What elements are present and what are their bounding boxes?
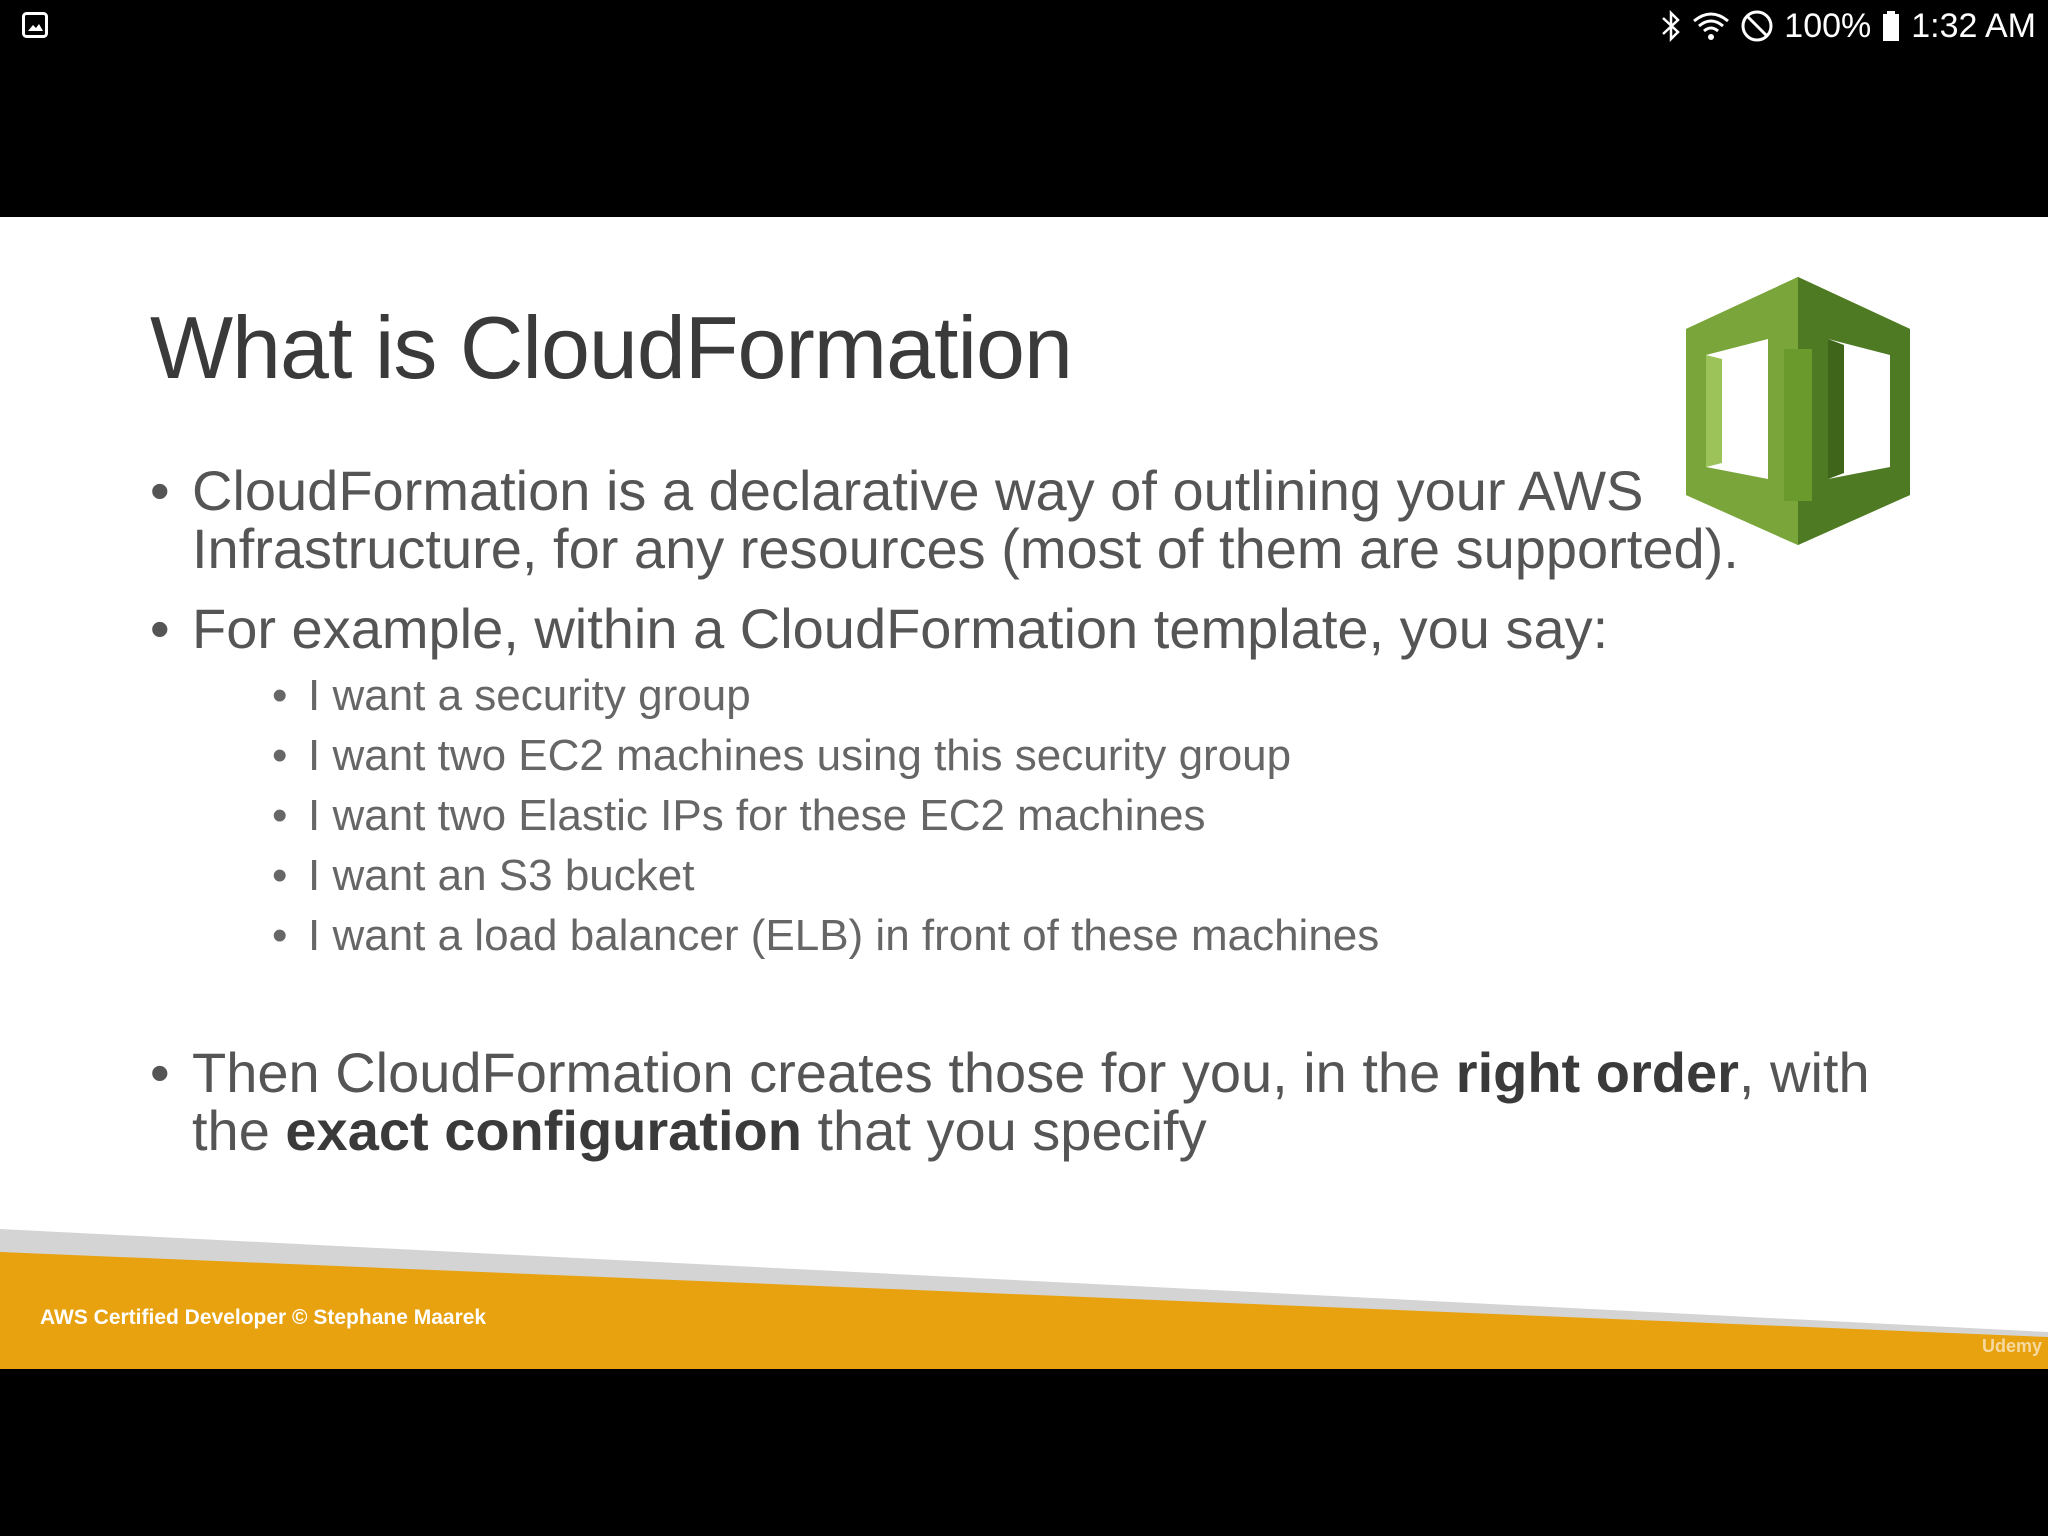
gallery-icon[interactable] [22,12,48,38]
sub-bullet-text: I want two Elastic IPs for these EC2 mac… [308,791,1206,840]
status-bar: 100% 1:32 AM [0,0,2048,52]
bluetooth-icon [1662,9,1681,43]
sub-bullet-text: I want a security group [308,671,751,720]
bullet-text-part: Then CloudFormation creates those for yo… [192,1041,1456,1104]
sub-bullet-item: I want two Elastic IPs for these EC2 mac… [192,786,1910,846]
bullet-text-bold: exact configuration [285,1099,802,1162]
footer-text: AWS Certified Developer © Stephane Maare… [40,1306,487,1329]
sub-bullet-item: I want a security group [192,666,1910,726]
sub-bullet-item: I want a load balancer (ELB) in front of… [192,906,1910,966]
slide: What is CloudFormation CloudFormation is… [0,217,2048,1369]
bullet-item: For example, within a CloudFormation tem… [150,597,1910,967]
battery-percent: 100% [1784,6,1872,45]
bullet-item: CloudFormation is a declarative way of o… [150,462,1910,578]
bullet-text-part: that you specify [801,1099,1207,1162]
sub-bullet-item: I want two EC2 machines using this secur… [192,726,1910,786]
sub-bullet-text: I want two EC2 machines using this secur… [308,731,1292,780]
udemy-watermark: Udemy [1981,1336,2042,1356]
footer-band [0,1229,2048,1369]
status-icons: 100% 1:32 AM [1660,0,2036,52]
sub-bullet-list: I want a security group I want two EC2 m… [192,666,1910,966]
clock: 1:32 AM [1911,6,2036,45]
slide-title: What is CloudFormation [150,298,1073,397]
dnd-icon [1741,10,1773,42]
bullet-text-bold: right order [1455,1041,1739,1104]
bullet-text: For example, within a CloudFormation tem… [192,597,1609,660]
sub-bullet-item: I want an S3 bucket [192,846,1910,906]
sub-bullet-text: I want a load balancer (ELB) in front of… [308,911,1380,960]
wifi-icon [1693,12,1730,40]
battery-icon [1883,11,1900,41]
spacer [150,988,1910,1044]
sub-bullet-text: I want an S3 bucket [308,851,695,900]
bullet-text-part: , with the [192,1041,1870,1162]
bullet-list: CloudFormation is a declarative way of o… [150,462,1910,1182]
bullet-item: Then CloudFormation creates those for yo… [150,1044,1910,1160]
bullet-text: CloudFormation is a declarative way of o… [192,459,1739,580]
